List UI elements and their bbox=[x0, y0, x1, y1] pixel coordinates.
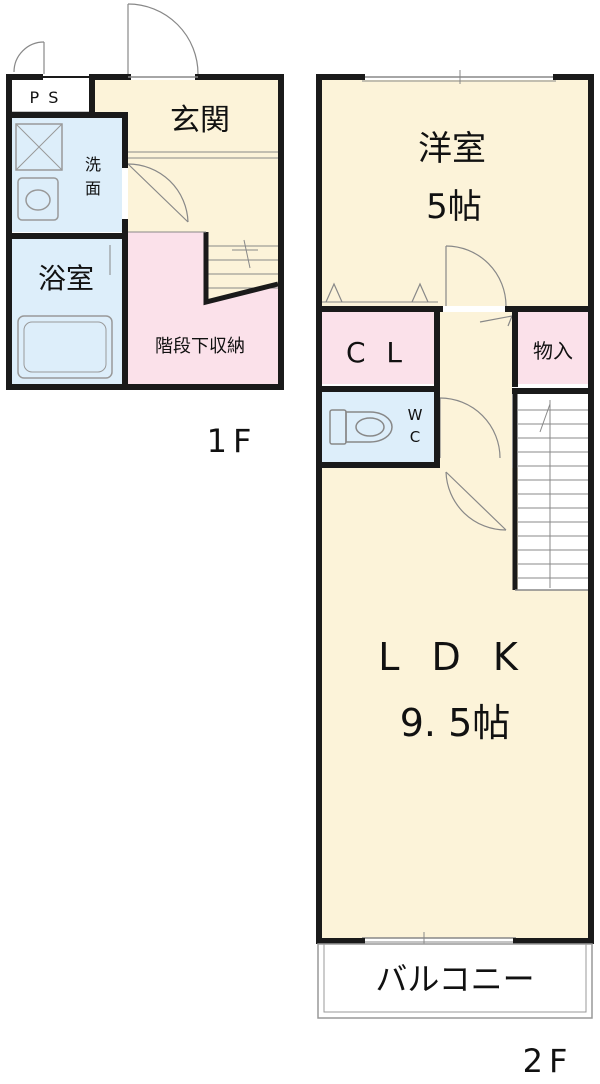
floor-2: 洋室 5帖 C L 物入 W C L D K 9. 5帖 バルコニー 2F bbox=[316, 70, 594, 1080]
kaidan-storage-area bbox=[128, 232, 278, 384]
kaidan-storage-label: 階段下収納 bbox=[155, 336, 245, 357]
monoire-area bbox=[518, 312, 588, 384]
floor2-label: 2F bbox=[523, 1042, 574, 1080]
floor-1: P S 玄関 洗 面 浴室 階段下収納 1F bbox=[6, 3, 284, 460]
monoire-label: 物入 bbox=[533, 339, 573, 363]
entrance-door bbox=[127, 3, 199, 75]
hall-area bbox=[440, 312, 512, 472]
doors-2f bbox=[325, 245, 513, 531]
yokushitsu-label: 浴室 bbox=[38, 262, 94, 295]
ps-label: P S bbox=[30, 88, 61, 107]
floor1-label: 1F bbox=[207, 422, 258, 460]
senmen-label-2: 面 bbox=[85, 179, 101, 198]
walls-2f bbox=[316, 74, 594, 944]
wc-label-c: C bbox=[410, 428, 420, 446]
wc-label-w: W bbox=[408, 406, 423, 424]
genkan-step bbox=[128, 152, 278, 232]
yoshitsu-area bbox=[322, 80, 588, 306]
stairs-1f bbox=[206, 239, 278, 289]
stair-area-2f bbox=[518, 394, 588, 590]
balcony-label: バルコニー bbox=[375, 960, 534, 998]
wc-area bbox=[322, 392, 434, 462]
yoshitsu-label: 洋室 bbox=[418, 129, 486, 169]
balcony-area bbox=[317, 943, 593, 1019]
ps-door bbox=[13, 41, 45, 74]
yokushitsu-area bbox=[12, 238, 122, 384]
walls-1f bbox=[6, 74, 284, 390]
senmen-label-1: 洗 bbox=[85, 155, 101, 174]
bathtub-fixture bbox=[17, 315, 113, 379]
toilet-fixture bbox=[329, 409, 393, 445]
stairs-2f bbox=[518, 400, 588, 588]
genkan-label: 玄関 bbox=[170, 103, 230, 138]
cl-label: C L bbox=[346, 336, 408, 369]
senmen-area bbox=[12, 118, 122, 232]
yoshitsu-size-label: 5帖 bbox=[426, 187, 482, 227]
ldk-size-label: 9. 5帖 bbox=[400, 701, 511, 745]
shower-fixture bbox=[15, 123, 63, 171]
ldk-label: L D K bbox=[378, 635, 528, 679]
ps-area bbox=[12, 80, 78, 112]
senmen-door bbox=[127, 163, 189, 223]
cl-area bbox=[322, 312, 434, 384]
sink-fixture bbox=[17, 177, 59, 221]
